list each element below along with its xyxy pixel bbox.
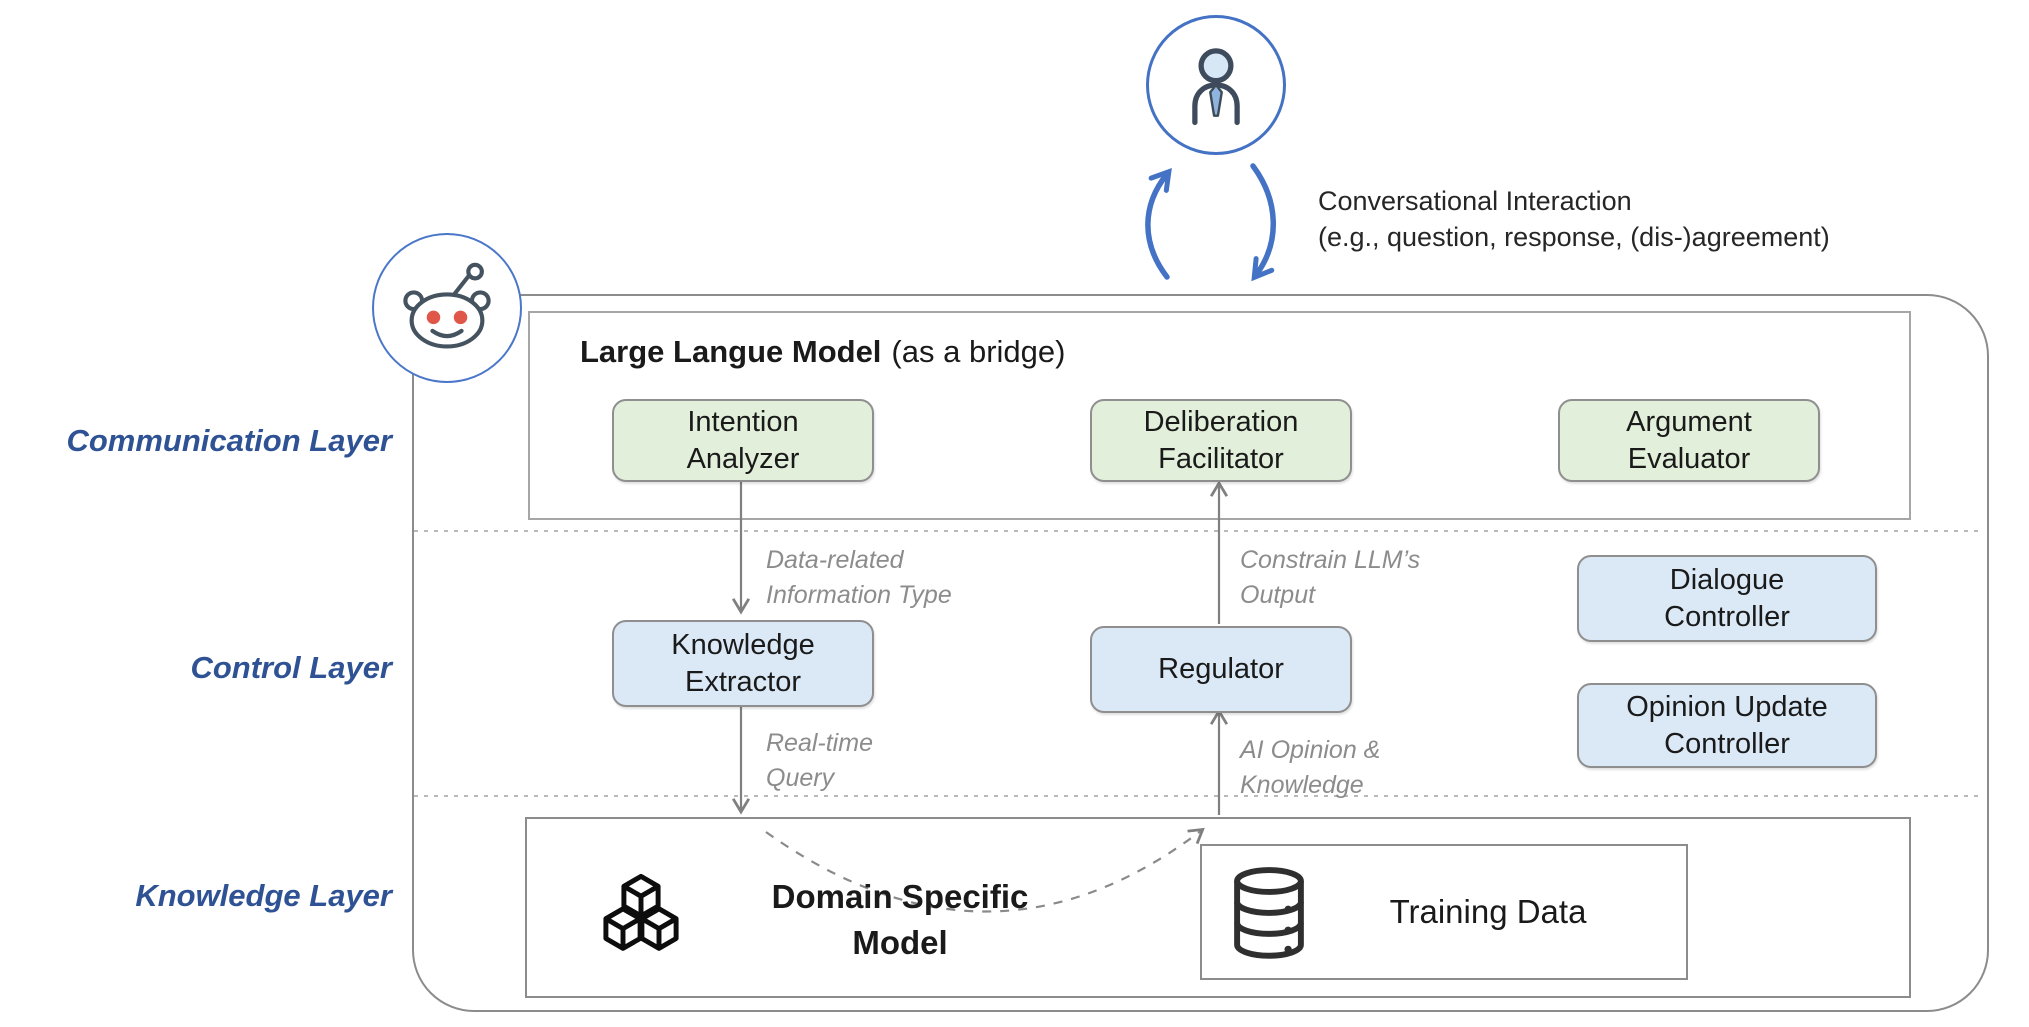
domain-specific-model-label: Domain Specific Model bbox=[695, 874, 1105, 966]
argument-evaluator-line2: Evaluator bbox=[1627, 442, 1751, 475]
regulator-label: Regulator bbox=[1158, 653, 1284, 686]
knowledge-extractor-line2: Extractor bbox=[684, 665, 802, 698]
constrain-output-flow-label: Constrain LLM’s Output bbox=[1240, 543, 1420, 613]
llm-title-main: Large Langue Model bbox=[580, 334, 882, 369]
domain-model-line1: Domain Specific bbox=[771, 878, 1029, 915]
conversational-interaction-caption: Conversational Interaction (e.g., questi… bbox=[1318, 184, 1830, 255]
domain-model-icon-wrap bbox=[596, 872, 686, 965]
data-related-line1: Data-related bbox=[766, 546, 904, 574]
intention-analyzer-line2: Analyzer bbox=[686, 442, 800, 475]
constrain-line1: Constrain LLM’s bbox=[1240, 546, 1421, 574]
domain-model-line2: Model bbox=[852, 924, 948, 962]
realtime-query-flow-label: Real-time Query bbox=[766, 726, 873, 796]
deliberation-facilitator-line1: Deliberation bbox=[1143, 405, 1299, 438]
llm-title-note: (as a bridge) bbox=[891, 334, 1066, 369]
dialogue-controller-line1: Dialogue bbox=[1669, 563, 1785, 596]
realtime-line2: Query bbox=[766, 764, 835, 792]
argument-evaluator-line1: Argument bbox=[1626, 405, 1752, 438]
knowledge-extractor-box: Knowledge Extractor bbox=[612, 620, 874, 707]
caption-line2: (e.g., question, response, (dis-)agreeme… bbox=[1318, 221, 1830, 252]
deliberation-facilitator-box: Deliberation Facilitator bbox=[1090, 399, 1352, 482]
control-layer-label: Control Layer bbox=[190, 650, 392, 685]
argument-evaluator-box: Argument Evaluator bbox=[1558, 399, 1820, 482]
database-icon bbox=[1234, 867, 1304, 959]
system-to-user-arrow bbox=[1250, 163, 1276, 282]
realtime-line1: Real-time bbox=[766, 729, 873, 757]
reddit-platform-badge bbox=[372, 233, 522, 383]
dialogue-controller-line2: Controller bbox=[1664, 600, 1790, 633]
ai-opinion-flow-label: AI Opinion & Knowledge bbox=[1240, 733, 1380, 803]
dialogue-controller-box: Dialogue Controller bbox=[1577, 555, 1877, 642]
data-related-line2: Information Type bbox=[766, 581, 952, 609]
training-data-label: Training Data bbox=[1389, 893, 1587, 930]
knowledge-layer-label: Knowledge Layer bbox=[135, 878, 392, 913]
user-to-system-arrow bbox=[1145, 167, 1172, 280]
system-boundary-box bbox=[412, 294, 1989, 1012]
training-data-box: Training Data bbox=[1200, 844, 1688, 980]
opinion-update-controller-line2: Controller bbox=[1664, 727, 1790, 760]
user-person-icon bbox=[1192, 48, 1240, 126]
opinion-update-controller-line1: Opinion Update bbox=[1626, 690, 1828, 723]
deliberation-facilitator-line2: Facilitator bbox=[1158, 442, 1284, 475]
ai-opinion-line2: Knowledge bbox=[1240, 771, 1364, 799]
intention-analyzer-line1: Intention bbox=[687, 405, 799, 438]
user-avatar bbox=[1146, 15, 1286, 155]
knowledge-extractor-line1: Knowledge bbox=[671, 628, 815, 661]
intention-analyzer-box: Intention Analyzer bbox=[612, 399, 874, 482]
llm-title: Large Langue Model (as a bridge) bbox=[580, 334, 1065, 370]
data-related-flow-label: Data-related Information Type bbox=[766, 543, 952, 613]
opinion-update-controller-box: Opinion Update Controller bbox=[1577, 683, 1877, 768]
reddit-alien-icon bbox=[403, 262, 491, 349]
cubes-model-icon bbox=[603, 873, 679, 951]
ai-opinion-line1: AI Opinion & bbox=[1240, 736, 1381, 764]
regulator-box: Regulator bbox=[1090, 626, 1352, 713]
caption-line1: Conversational Interaction bbox=[1318, 186, 1632, 216]
constrain-line2: Output bbox=[1240, 581, 1316, 609]
communication-layer-label: Communication Layer bbox=[66, 423, 392, 458]
